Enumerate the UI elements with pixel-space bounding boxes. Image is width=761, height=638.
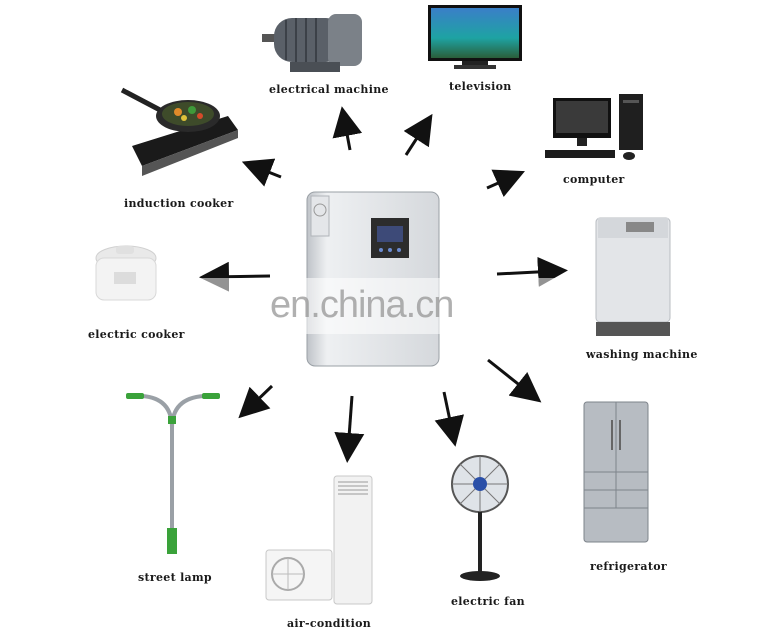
electric-fan-label: electric fan xyxy=(451,595,525,608)
television-icon xyxy=(428,5,522,71)
washing-machine-icon xyxy=(592,214,676,340)
refrigerator-label: refrigerator xyxy=(590,560,667,573)
arrow-to-computer xyxy=(486,169,525,198)
watermark: en.china.cn xyxy=(200,278,560,334)
induction-cooker-label: induction cooker xyxy=(124,197,234,210)
electrical-machine-label: electrical machine xyxy=(269,83,389,96)
electric-fan-icon xyxy=(448,454,512,584)
arrow-to-electrical-machine xyxy=(332,106,363,151)
refrigerator-icon xyxy=(582,400,650,546)
arrow-to-electric-fan xyxy=(434,391,464,447)
arrow-to-washing-machine xyxy=(496,256,568,287)
air-condition-icon xyxy=(264,474,376,608)
television-label: television xyxy=(449,80,512,93)
electric-cooker-icon xyxy=(92,244,162,306)
arrow-to-refrigerator xyxy=(487,358,542,403)
washing-machine-label: washing machine xyxy=(586,348,698,361)
electrical-machine-icon xyxy=(262,8,366,76)
arrow-to-air-condition xyxy=(334,395,365,463)
induction-cooker-icon xyxy=(120,86,240,182)
air-condition-label: air-condition xyxy=(287,617,372,630)
electric-cooker-label: electric cooker xyxy=(88,328,185,341)
arrow-to-electric-cooker xyxy=(199,261,271,292)
arrow-to-television xyxy=(403,113,433,156)
computer-icon xyxy=(545,92,645,164)
arrow-to-induction-cooker xyxy=(241,158,282,187)
arrow-to-street-lamp xyxy=(238,384,274,419)
computer-label: computer xyxy=(563,173,625,186)
watermark-text: en.china.cn xyxy=(270,284,454,326)
street-lamp-label: street lamp xyxy=(138,571,212,584)
street-lamp-icon xyxy=(122,388,222,556)
